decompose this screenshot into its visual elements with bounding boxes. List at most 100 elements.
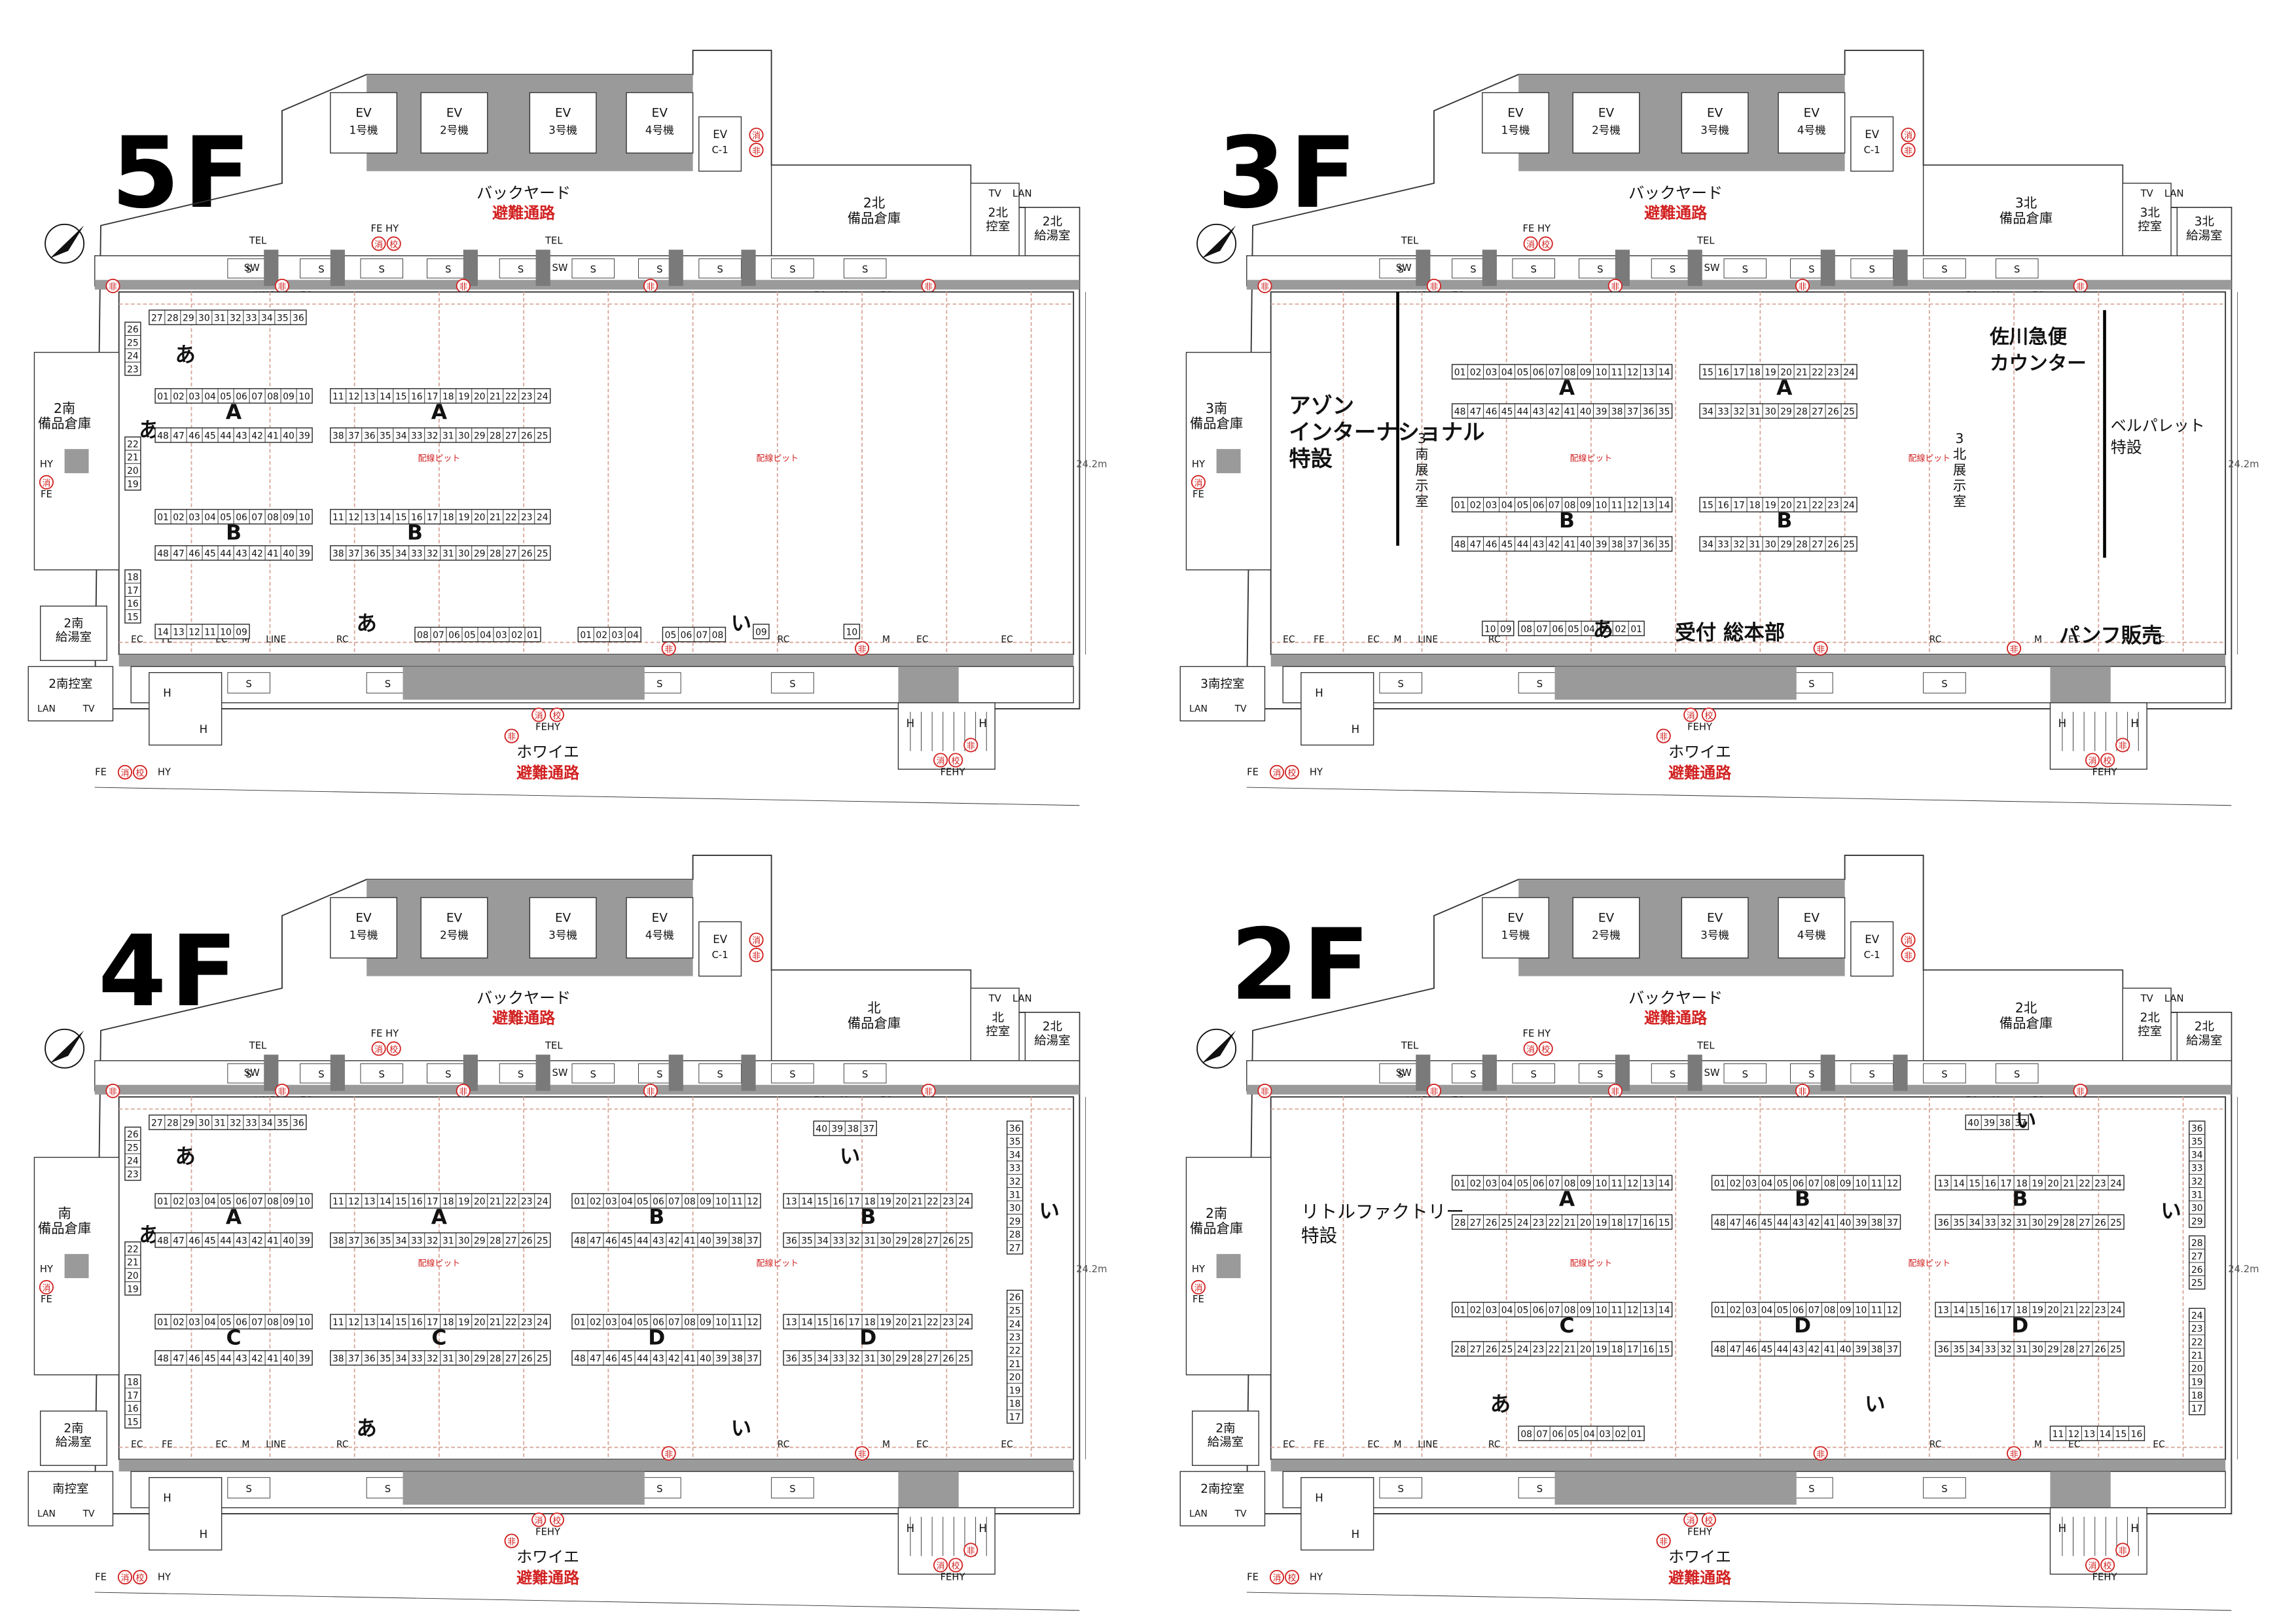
booth-number: 33 [1009,1164,1021,1174]
booth-number: 29 [895,1353,907,1364]
booth-number: 22 [127,1244,139,1255]
ev-unit: 2号機 [1592,124,1621,136]
fire-safety-icon: 校 [1538,236,1553,251]
booth-number: 12 [1627,368,1639,378]
booth-number: 14 [1659,1306,1670,1316]
booth-number: 23 [1827,368,1839,378]
fe-label: FE [41,1294,52,1305]
symbol-label: 非 [647,1087,655,1097]
booth-number: 42 [1549,540,1560,550]
backyard-label: バックヤード [1628,184,1723,202]
booth-number: 12 [348,1317,360,1328]
exhibition-hall [118,291,1075,655]
compass-icon [1196,223,1237,264]
elevator [1778,897,1846,959]
booth-number: 35 [2191,1137,2203,1147]
s-label: S [1941,1069,1947,1080]
booth-number: 40 [283,1353,295,1364]
booth-number: 38 [332,431,344,441]
backyard-label: バックヤード [476,989,571,1007]
area-label: D [1794,1314,1811,1338]
booth-number: 28 [490,1236,501,1246]
booth-number: 30 [2032,1345,2043,1355]
pillar [1687,249,1702,286]
fehy-label: FEHY [941,1572,966,1583]
symbol-label: 消 [1194,1283,1202,1293]
booth-number: 22 [1009,1346,1021,1356]
stair-s [366,1477,410,1499]
pillar [330,249,345,286]
booth-number: 37 [348,1353,360,1364]
pit-label: 配線ピット [1570,1258,1613,1269]
booth-number: 38 [332,548,344,559]
booth-number: 10 [1856,1306,1867,1316]
symbol-label: 消 [1526,1045,1535,1055]
north-control-label: 2北控室 [2138,1011,2162,1039]
elevator [420,92,488,154]
booth-number: 26 [521,1353,533,1364]
ev-unit: 1号機 [1501,124,1530,136]
pillar [668,1054,683,1091]
fire-safety-icon: 非 [643,278,658,294]
north-kitchen [1024,1012,1081,1061]
booth-number: 31 [1009,1190,1021,1200]
symbol-label: 消 [120,1574,129,1584]
booth-number: 09 [1580,1179,1592,1189]
stair-s [499,1063,543,1084]
h-label: H [200,723,208,736]
ev-label: EV [446,106,463,120]
booth-number: 19 [1596,1218,1607,1228]
booth-number: 04 [1761,1179,1773,1189]
booth-number: 28 [2063,1345,2075,1355]
booth-number: 19 [1765,501,1776,511]
booth-number: 15 [1702,368,1713,378]
pit-label: 配線ピット [1570,454,1613,464]
booth-number: 20 [474,512,486,523]
booth-number: 13 [1643,501,1655,511]
symbol-ring [504,728,519,743]
booth-number: 47 [590,1236,601,1246]
booth-number: 48 [157,1353,169,1364]
south-kitchen-label: 2南給湯室 [56,1421,92,1449]
booth-number: 22 [505,391,517,402]
elevator [626,897,694,959]
hy-label: HY [1192,1264,1206,1275]
booth-number: 48 [1454,407,1466,418]
booth-number: 03 [1599,1429,1611,1440]
symbol-label: 非 [647,282,655,292]
booth-number: 24 [1843,368,1855,378]
booth-number: 27 [927,1236,939,1246]
booth-number: 39 [715,1236,727,1246]
booth-number: 20 [127,1271,139,1281]
booth-number: 25 [537,548,548,559]
booth-number: 16 [1984,1179,1996,1189]
booth-number: 12 [1627,1179,1639,1189]
booth-number: 30 [458,431,470,441]
area-label: C [431,1327,446,1350]
booth-number: 11 [2053,1429,2064,1440]
booth-number: 18 [442,391,454,402]
booth-number: 33 [833,1353,844,1364]
booth-number: 20 [127,466,139,476]
m-label: M [2034,1440,2042,1450]
fire-safety-icon: 非 [1813,1446,1828,1461]
booth-number: 13 [785,1317,797,1328]
booth-number: 19 [880,1317,891,1328]
rc-label: RC [1488,1440,1501,1450]
booth-number: 40 [1580,407,1592,418]
booth-number: 10 [298,1317,310,1328]
booth-number: 19 [880,1196,891,1207]
fe-label: FE [1247,767,1259,778]
booth-number: 24 [1843,501,1855,511]
symbol-ring [132,764,148,780]
booth-number: 45 [621,1353,633,1364]
booth-number: 18 [2016,1179,2028,1189]
s-label: S [1808,1484,1814,1495]
north-control-label: 北控室 [986,1011,1010,1039]
booth-number: 45 [1761,1218,1773,1228]
